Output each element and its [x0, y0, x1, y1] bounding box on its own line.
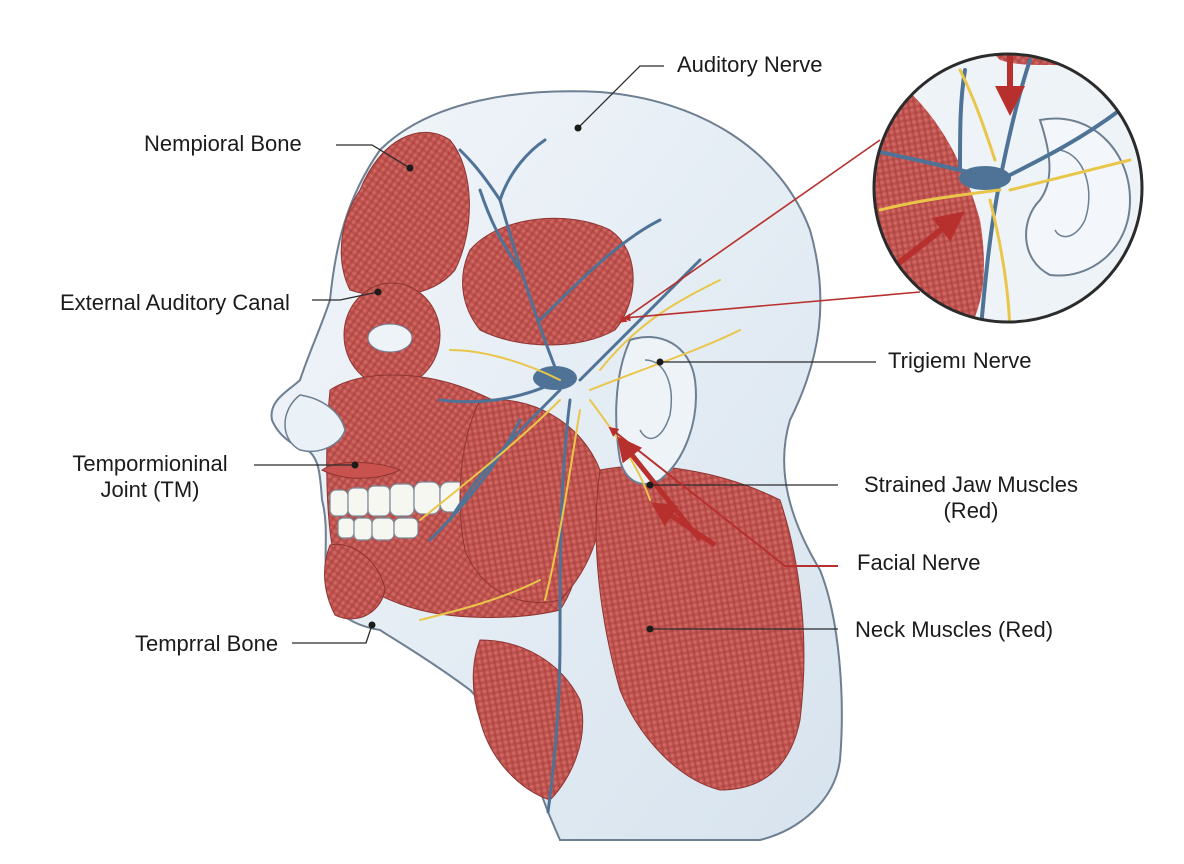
lips [321, 462, 402, 479]
label-tmj-line1: Tempormioninal [72, 451, 228, 476]
label-strained-jaw-muscles: Strained Jaw Muscles (Red) [853, 472, 1089, 525]
eye [367, 323, 413, 353]
label-tmj: Tempormioninal Joint (TM) [50, 451, 250, 504]
facial-nerve-callout [608, 426, 838, 567]
teeth [329, 481, 467, 541]
chin-muscle [324, 543, 386, 620]
label-strained-line2: (Red) [943, 498, 999, 524]
label-facial-nerve: Facial Nerve [857, 550, 981, 575]
label-tmj-line2: Joint (TM) [100, 477, 200, 503]
label-temporal-bone-top: Nempioral Bone [144, 131, 302, 156]
frontalis-muscle [340, 131, 470, 297]
inset-magnified-view [872, 52, 1144, 324]
neck-muscles [595, 465, 805, 791]
label-strained-line1: Strained Jaw Muscles [864, 472, 1078, 497]
inset-connectors [618, 139, 921, 323]
ear-inner [639, 359, 672, 440]
nerve-network-yellow [419, 279, 741, 621]
nose [284, 394, 346, 452]
nerve-network-blue [428, 138, 702, 814]
label-trigeminal-nerve: Trigiemı Nerve [888, 348, 1032, 373]
label-auditory-nerve: Auditory Nerve [677, 52, 823, 77]
temporalis-muscle [462, 217, 634, 346]
label-temporal-bone-bottom: Temprral Bone [135, 631, 279, 656]
callout-dots [351, 124, 664, 633]
label-external-auditory-canal: External Auditory Canal [60, 290, 290, 315]
strain-arrows [616, 436, 717, 548]
label-neck-muscles: Neck Muscles (Red) [855, 617, 1054, 642]
